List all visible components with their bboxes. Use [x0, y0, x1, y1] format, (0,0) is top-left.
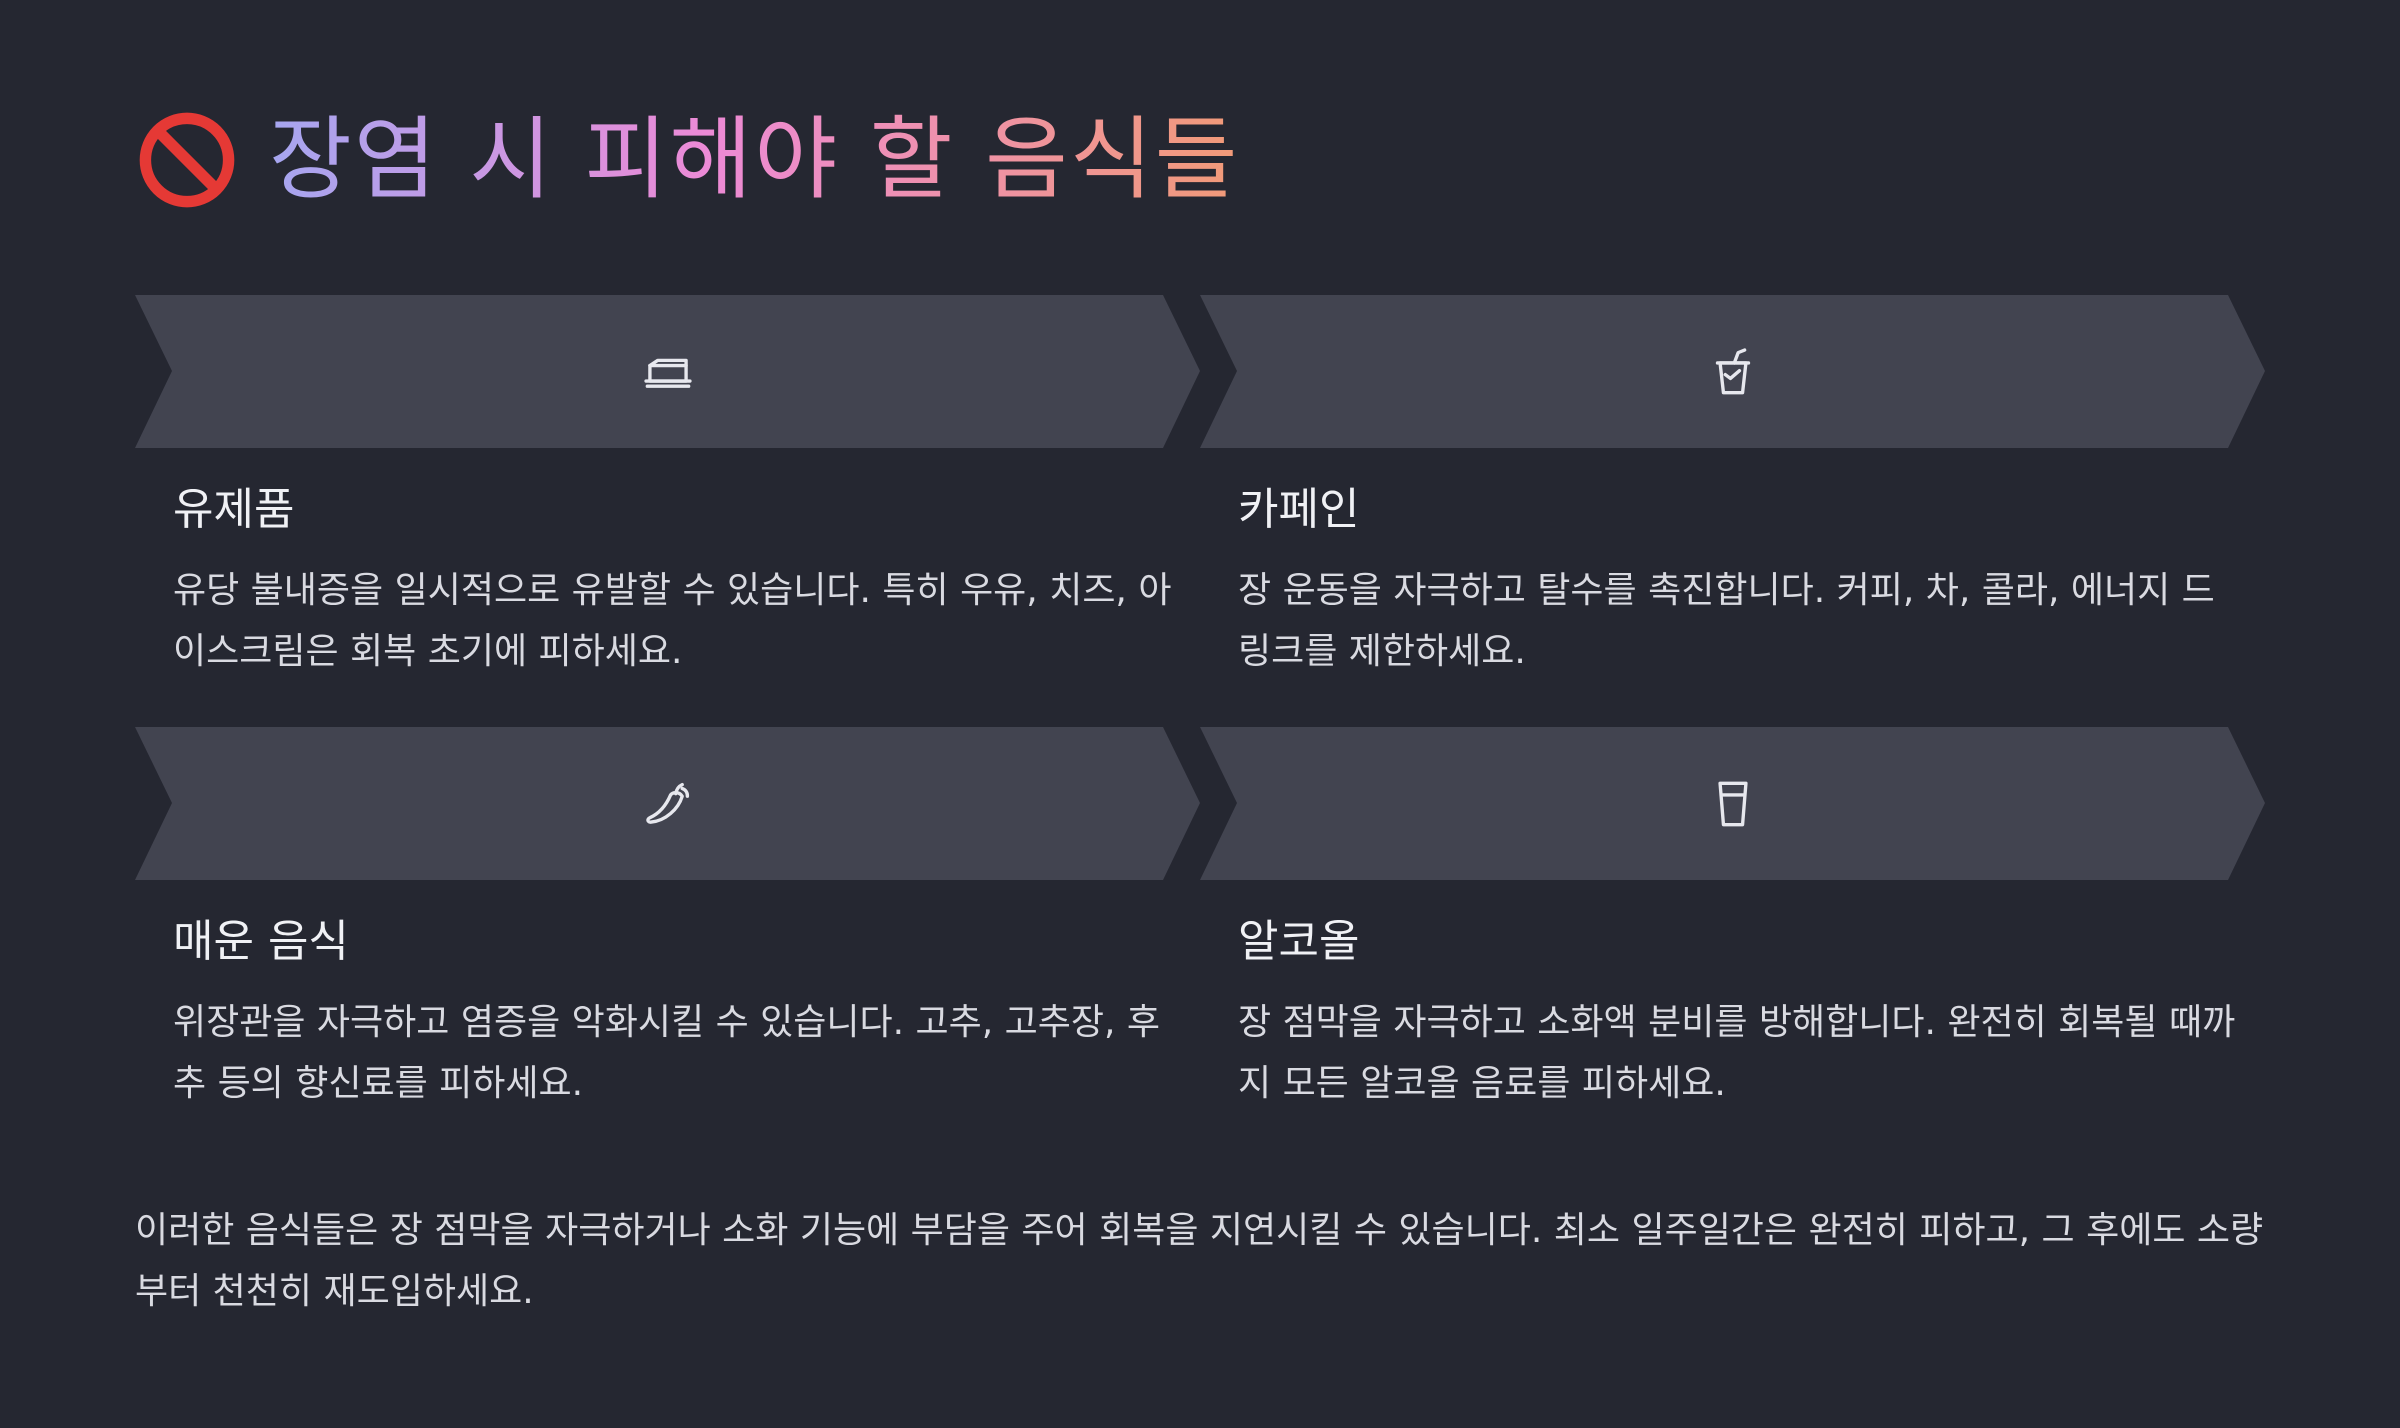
card-banner [1200, 727, 2265, 880]
page: 장염 시 피해야 할 음식들 유제품 유당 불내증을 일시적으로 유발할 수 있… [135, 0, 2265, 1428]
hot-pepper-icon [645, 782, 689, 824]
page-title: 장염 시 피해야 할 음식들 [135, 105, 1239, 215]
card-alcohol: 알코올 장 점막을 자극하고 소화액 분비를 방해합니다. 완전히 회복될 때까… [1200, 727, 2265, 1147]
prohibited-icon [139, 112, 235, 208]
avoid-foods-grid: 유제품 유당 불내증을 일시적으로 유발할 수 있습니다. 특히 우유, 치즈,… [135, 295, 2265, 1145]
card-description: 장 운동을 자극하고 탈수를 촉진합니다. 커피, 차, 콜라, 에너지 드링크… [1238, 570, 2215, 672]
card-description: 장 점막을 자극하고 소화액 분비를 방해합니다. 완전히 회복될 때까지 모든… [1238, 1002, 2236, 1104]
card-title: 유제품 [173, 484, 295, 535]
card-caffeine: 카페인 장 운동을 자극하고 탈수를 촉진합니다. 커피, 차, 콜라, 에너지… [1200, 295, 2265, 715]
card-title: 매운 음식 [173, 916, 349, 967]
card-description: 위장관을 자극하고 염증을 악화시킬 수 있습니다. 고추, 고추장, 후추 등… [173, 1002, 1160, 1104]
card-title: 카페인 [1238, 484, 1360, 535]
card-description: 유당 불내증을 일시적으로 유발할 수 있습니다. 특히 우유, 치즈, 아이스… [173, 570, 1172, 672]
card-banner [135, 295, 1200, 448]
card-banner [1200, 295, 2265, 448]
card-dairy: 유제품 유당 불내증을 일시적으로 유발할 수 있습니다. 특히 우유, 치즈,… [135, 295, 1200, 715]
cheese-icon [643, 358, 692, 388]
card-spicy-food: 매운 음식 위장관을 자극하고 염증을 악화시킬 수 있습니다. 고추, 고추장… [135, 727, 1200, 1147]
card-title: 알코올 [1238, 916, 1360, 967]
page-title-text: 장염 시 피해야 할 음식들 [269, 105, 1239, 215]
cup-with-straw-icon [1715, 347, 1750, 394]
card-banner [135, 727, 1200, 880]
summary-paragraph: 이러한 음식들은 장 점막을 자극하거나 소화 기능에 부담을 주어 회복을 지… [135, 1210, 2264, 1312]
glass-icon [1717, 781, 1748, 826]
